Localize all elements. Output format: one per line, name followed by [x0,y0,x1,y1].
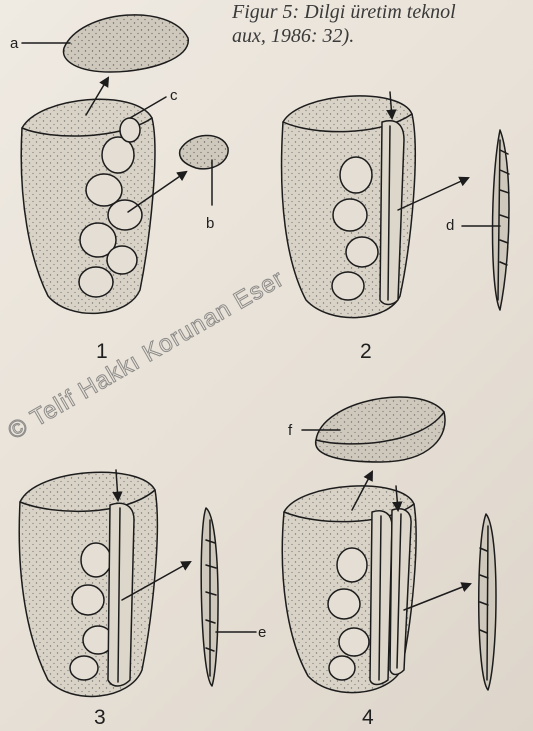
step-number-2: 2 [360,340,372,363]
step-number-4: 4 [362,706,374,729]
label-b: b [206,215,214,232]
label-e: e [258,624,266,641]
label-c: c [170,87,178,104]
step-4-core [282,397,496,693]
label-f: f [288,422,293,439]
crested-blade-d [493,130,510,310]
step-3-core [19,470,256,696]
label-a: a [10,35,19,52]
step-number-3: 3 [94,706,106,729]
step-2-core [282,92,509,318]
label-d: d [446,217,454,234]
step-number-1: 1 [96,340,108,363]
step-1-core [21,15,228,314]
